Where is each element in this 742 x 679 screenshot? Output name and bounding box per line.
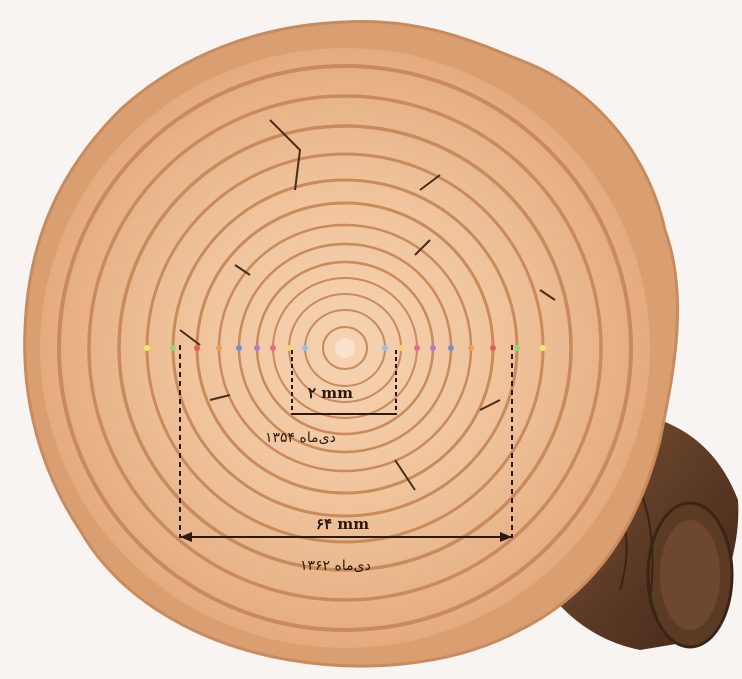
- ring-marker-dot: [468, 345, 474, 351]
- ring-marker-dot: [398, 345, 404, 351]
- ring-marker-dot: [170, 345, 176, 351]
- outer-measure-label: ۶۴ mm: [316, 515, 369, 533]
- outer-date-label: دی‌ماه ۱۳۶۲: [300, 558, 371, 574]
- ring-marker-dot: [514, 345, 520, 351]
- ring-marker-dot: [448, 345, 454, 351]
- ring-marker-dot: [414, 345, 420, 351]
- ring-marker-dot: [194, 345, 200, 351]
- ring-marker-dot: [144, 345, 150, 351]
- inner-measure-label: ۲ mm: [308, 384, 353, 402]
- ring-marker-dot: [216, 345, 222, 351]
- inner-date-label: دی‌ماه ۱۳۵۴: [265, 430, 336, 446]
- pith: [335, 338, 355, 358]
- ring-marker-dot: [254, 345, 260, 351]
- ring-marker-dot: [236, 345, 242, 351]
- ring-marker-dot: [270, 345, 276, 351]
- ring-marker-dot: [540, 345, 546, 351]
- ring-marker-dot: [382, 345, 388, 351]
- ring-marker-dot: [430, 345, 436, 351]
- ring-marker-dot: [490, 345, 496, 351]
- ring-marker-dot: [302, 345, 308, 351]
